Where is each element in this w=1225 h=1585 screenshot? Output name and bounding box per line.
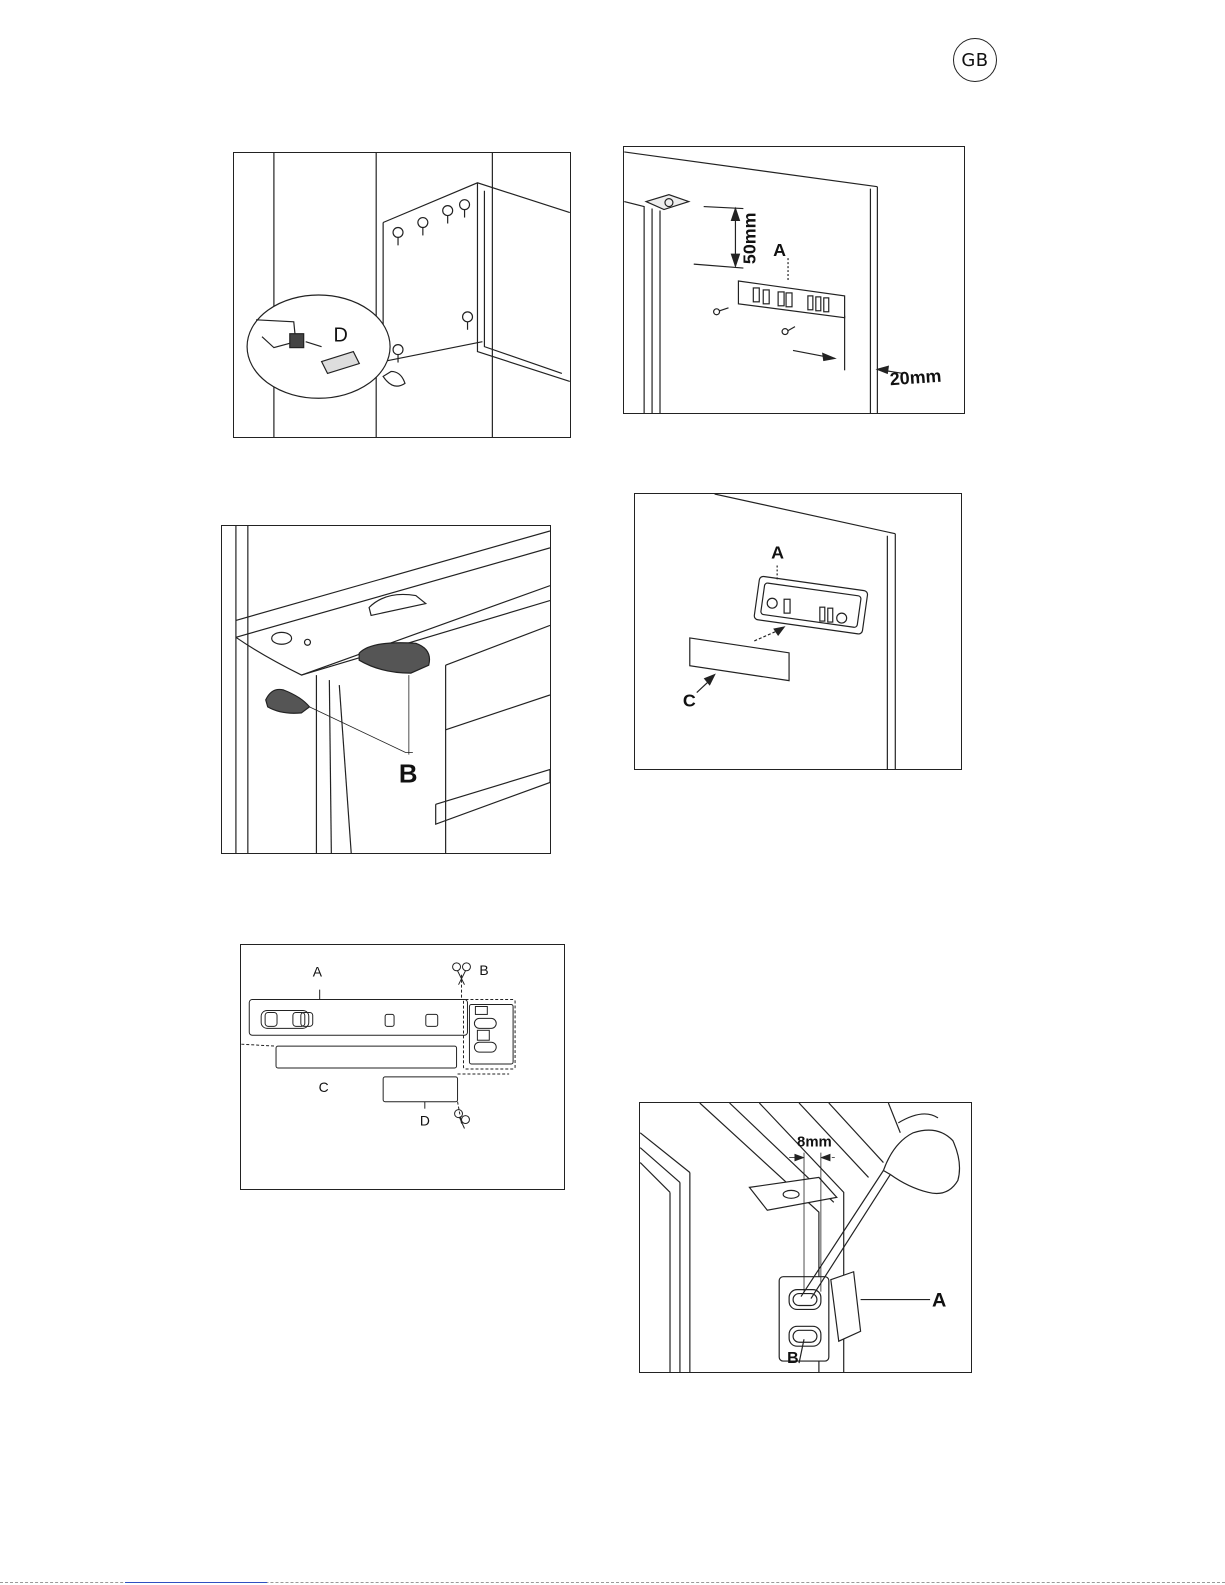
fig5-label-d: D <box>420 1113 430 1129</box>
fig5-label-c: C <box>319 1079 329 1095</box>
figure-3-drawing: B <box>222 526 550 853</box>
figure-1-drawing: D <box>234 153 570 437</box>
figure-6-drawing: 8mm A B <box>640 1103 971 1372</box>
figure-parts-cut-diagram: A B C D <box>240 944 565 1190</box>
figure-4-drawing: A C <box>635 494 961 769</box>
figure-screwdriver-adjustment: 8mm A B <box>639 1102 972 1373</box>
fig6-dim-top: 8mm <box>797 1135 832 1151</box>
figure-5-drawing: A B C D <box>241 945 564 1189</box>
figure-2-drawing: A 50mm 20mm <box>624 147 964 413</box>
figure-hinge-cover-d: D <box>233 152 571 438</box>
footer-link-underline <box>125 1582 267 1583</box>
fig5-label-a: A <box>313 964 323 980</box>
figure-hinge-caps-b: B <box>221 525 551 854</box>
figure-bracket-a-cover-c: A C <box>634 493 962 770</box>
language-badge-text: GB <box>961 50 988 71</box>
figure-bracket-a-dimensions: A 50mm 20mm <box>623 146 965 414</box>
fig4-label-a: A <box>771 543 784 563</box>
fig3-label-b: B <box>399 760 418 788</box>
fig6-label-b: B <box>787 1350 798 1367</box>
fig2-dim-vertical: 50mm <box>739 212 759 264</box>
fig5-label-b: B <box>479 962 488 978</box>
fig6-label-a: A <box>932 1289 946 1311</box>
fig2-dim-horizontal: 20mm <box>889 366 942 390</box>
language-badge: GB <box>953 38 997 82</box>
fig1-label-d: D <box>333 325 347 347</box>
fig4-label-c: C <box>683 690 696 710</box>
fig2-label-a: A <box>773 240 786 260</box>
